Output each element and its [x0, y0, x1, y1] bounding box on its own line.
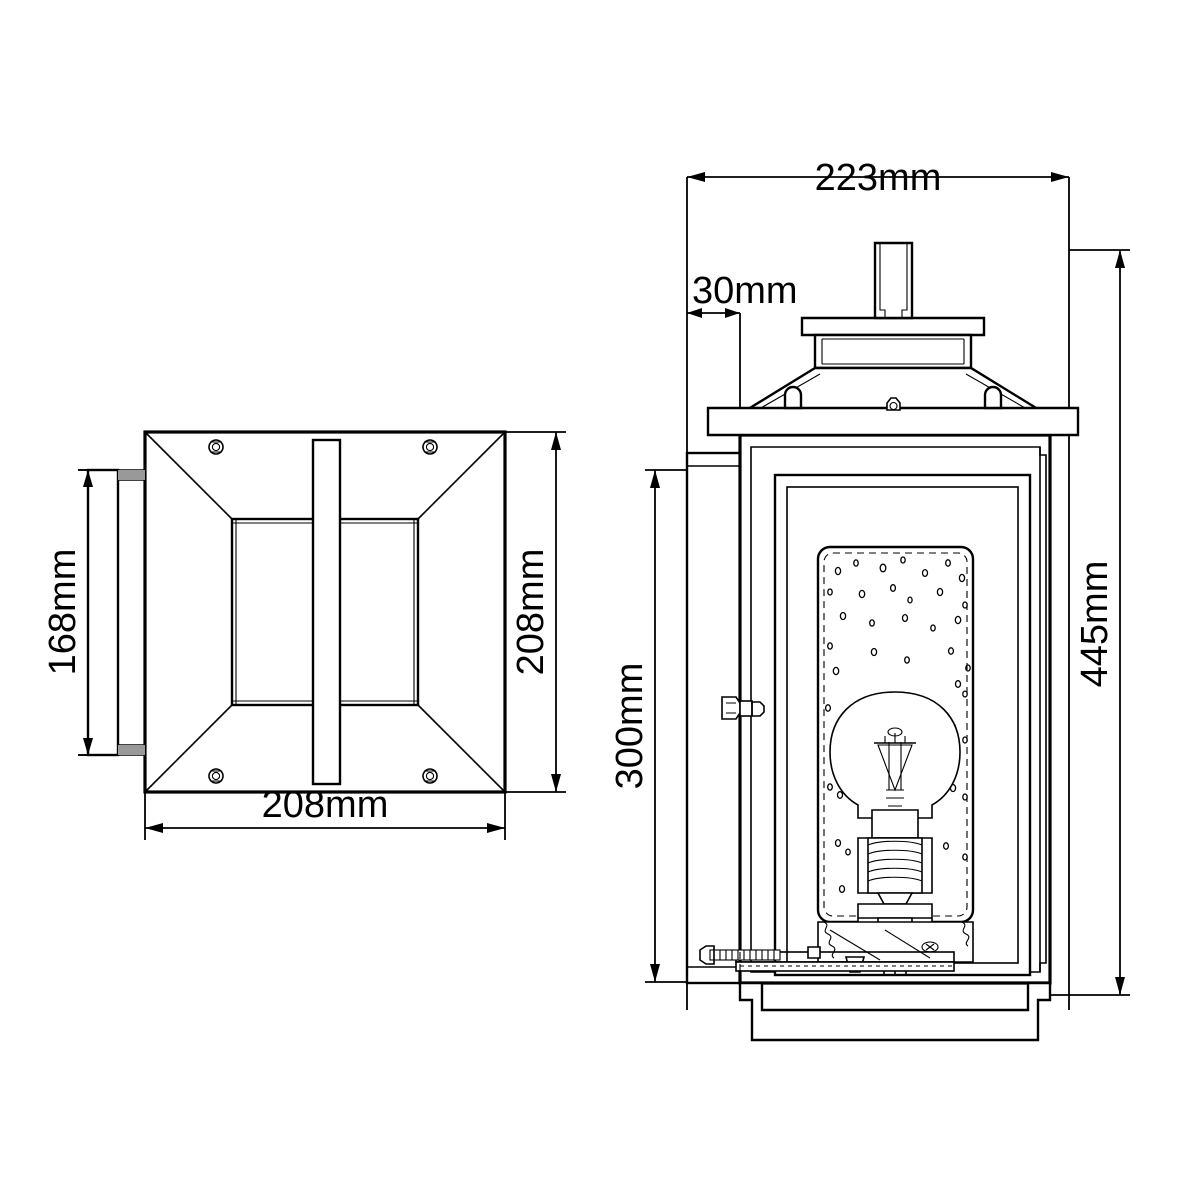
- dimension-223mm: 223mm: [687, 157, 1069, 199]
- dimension-30mm-label: 30mm: [692, 270, 798, 312]
- front-elevation-view: 168mm 208mm 208mm: [42, 430, 566, 840]
- screw-icon: [208, 439, 224, 455]
- screw-icon: [422, 439, 438, 455]
- dimension-445mm: 445mm: [1040, 249, 1130, 996]
- bulb-screw-base: [857, 837, 933, 905]
- dimension-300mm-label: 300mm: [609, 663, 651, 790]
- front-taper-lines: [144, 431, 506, 793]
- light-bulb-icon: [829, 691, 961, 905]
- dimension-168mm-label: 168mm: [42, 549, 84, 676]
- dimension-223mm-label: 223mm: [815, 157, 942, 199]
- dimension-300mm: 300mm: [609, 469, 737, 983]
- threaded-rod: [699, 945, 781, 965]
- front-mounting-plate: [78, 468, 145, 757]
- dimension-208mm-horizontal: 208mm: [144, 784, 506, 840]
- dimension-445mm-label: 445mm: [1074, 561, 1116, 688]
- side-roof-cap: [706, 241, 1080, 437]
- spring-clip-right: [961, 921, 970, 947]
- screw-icon: [422, 768, 438, 784]
- side-base-rail: [699, 945, 955, 972]
- front-center-bar: [311, 438, 342, 786]
- side-right-edge-detail: [1039, 447, 1047, 972]
- tray-bolt-icon: [921, 941, 939, 953]
- roof-center-bolt-icon: [886, 397, 901, 411]
- dimension-168mm: 168mm: [42, 469, 98, 756]
- screw-icon: [208, 768, 224, 784]
- side-elevation-view: 223mm 30mm 445mm: [609, 157, 1130, 1042]
- dimension-208mm-horizontal-label: 208mm: [262, 784, 389, 826]
- dimension-208mm-vertical: 208mm: [505, 431, 566, 793]
- side-bottom-skirt: [738, 981, 1052, 1042]
- dimension-208mm-vertical-label: 208mm: [510, 549, 552, 676]
- front-corner-screws: [208, 439, 438, 784]
- dimension-30mm: 30mm: [687, 270, 798, 430]
